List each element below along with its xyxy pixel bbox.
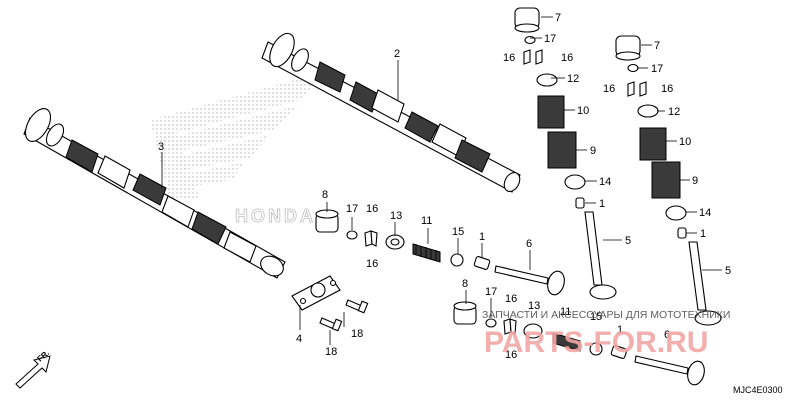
callout-18b: 18 — [325, 346, 337, 358]
callout-16b: 16 — [366, 258, 378, 270]
callout-2: 2 — [394, 48, 400, 60]
callout-1a: 1 — [479, 231, 485, 243]
callout-16h: 16 — [661, 83, 673, 95]
camshaft-holder — [291, 275, 341, 311]
shim-17b — [485, 318, 497, 328]
callout-8a: 8 — [322, 189, 328, 201]
callout-16d: 16 — [505, 349, 517, 361]
callout-17b: 17 — [485, 286, 497, 298]
bolt-lower — [319, 317, 343, 332]
callout-1b: 1 — [617, 324, 623, 336]
callout-15a: 15 — [452, 226, 464, 238]
honda-logo-text: HONDA — [235, 206, 316, 226]
callout-11b: 11 — [560, 306, 571, 318]
callout-13b: 13 — [528, 300, 540, 312]
bucket-tappet-8a — [315, 209, 339, 233]
callout-12a: 12 — [567, 73, 579, 85]
callout-9b: 9 — [692, 175, 698, 187]
callout-5b: 5 — [725, 265, 731, 277]
callout-16f: 16 — [561, 52, 573, 64]
bolt-upper — [345, 299, 369, 314]
callout-1d: 1 — [700, 228, 706, 240]
callout-10b: 10 — [679, 136, 691, 148]
callout-16g: 16 — [603, 83, 615, 95]
callout-16a: 16 — [366, 203, 378, 215]
callout-17d: 17 — [651, 63, 663, 75]
valve-6b — [634, 355, 705, 386]
cotter-16b — [503, 318, 517, 335]
callout-8b: 8 — [462, 278, 468, 290]
callout-6a: 6 — [526, 238, 532, 250]
guide-1a — [473, 256, 491, 270]
callout-6b: 6 — [664, 329, 670, 341]
retainer-13b — [523, 323, 543, 339]
callout-12b: 12 — [668, 106, 680, 118]
callout-11a: 11 — [421, 215, 432, 227]
diagram-code: MJC4E0300 — [733, 385, 783, 395]
honda-wing-logo: HONDA — [150, 70, 330, 226]
callout-7b: 7 — [654, 40, 660, 52]
valve-stack-a — [514, 7, 617, 300]
callout-18a: 18 — [351, 328, 363, 340]
callout-15b: 15 — [590, 311, 602, 323]
bucket-tappet-8b — [453, 301, 477, 325]
watermark-caption: ЗАПЧАСТИ И АКСЕССУАРЫ ДЛЯ МОТОТЕХНИКИ — [482, 309, 730, 321]
front-direction-arrow: FR. — [15, 348, 51, 389]
callout-1c: 1 — [599, 198, 605, 210]
callout-4: 4 — [296, 333, 302, 345]
valve-stack-b — [615, 35, 722, 326]
callout-16c: 16 — [505, 293, 517, 305]
callout-9a: 9 — [590, 145, 596, 157]
callout-17a: 17 — [346, 203, 358, 215]
guide-1b — [610, 345, 628, 359]
callout-5a: 5 — [625, 235, 631, 247]
callout-3: 3 — [158, 141, 164, 153]
callout-14b: 14 — [699, 207, 711, 219]
seal-15a — [450, 253, 464, 267]
callout-7a: 7 — [555, 12, 561, 24]
callout-10a: 10 — [577, 105, 589, 117]
callout-14a: 14 — [599, 176, 611, 188]
spring-11b — [552, 332, 581, 352]
valve-6a — [494, 265, 565, 296]
callout-13a: 13 — [390, 210, 402, 222]
cotter-16a — [364, 230, 378, 247]
callout-labels: 2 3 4 18 18 8 17 16 16 13 11 15 1 6 8 17… — [158, 12, 731, 361]
callout-17c: 17 — [544, 33, 556, 45]
spring-11a — [412, 243, 441, 263]
seal-15b — [589, 342, 603, 356]
shim-17a — [346, 230, 358, 240]
lower-camshaft — [23, 108, 286, 279]
retainer-13a — [385, 234, 405, 250]
upper-camshaft — [261, 32, 521, 193]
leader-lines — [161, 16, 722, 345]
callout-16e: 16 — [503, 52, 515, 64]
watermark-brand: PARTS-FOR.RU — [484, 326, 708, 359]
